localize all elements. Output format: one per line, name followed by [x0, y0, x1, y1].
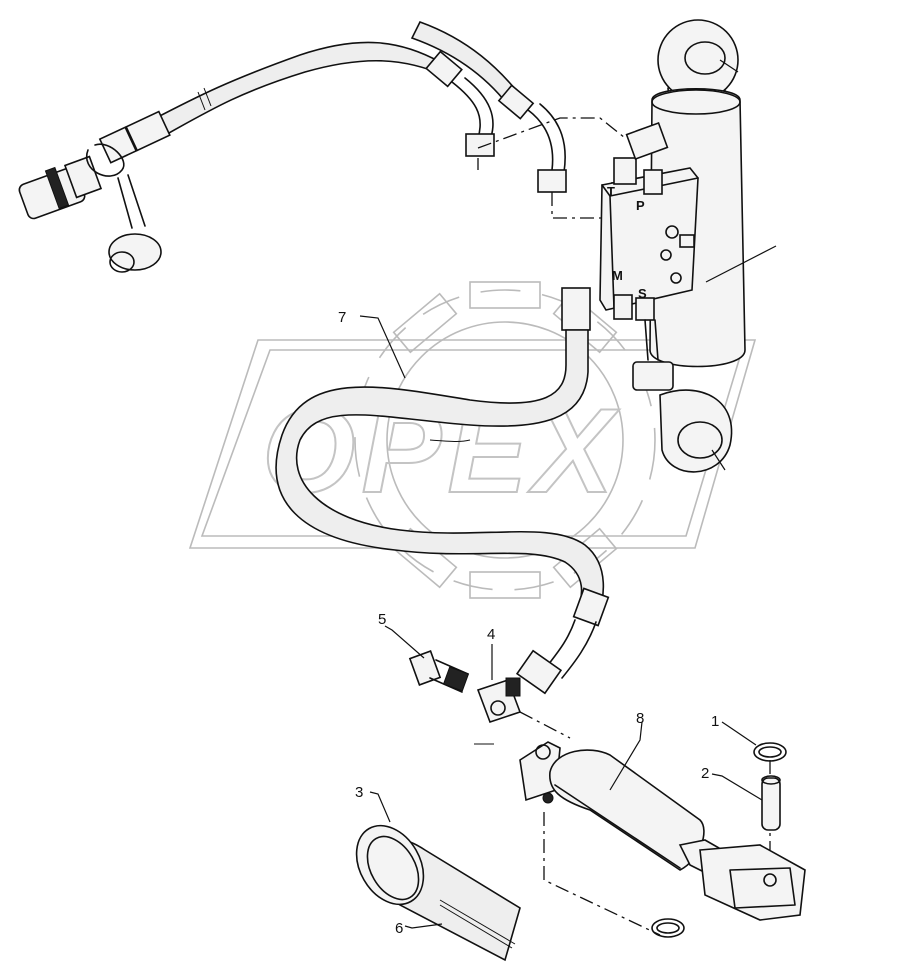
hose-clamp-icon: [355, 791, 425, 906]
banjo-bolt-icon: [384, 625, 470, 693]
top-hose-assembly: [18, 21, 626, 273]
valve-block-icon: T P M S: [599, 121, 699, 391]
pin-icon: [711, 773, 781, 831]
callout-1: 1: [711, 713, 719, 730]
hydraulic-hose-icon: [275, 287, 610, 695]
callout-8: 8: [636, 710, 644, 727]
tube-nut-left: [465, 133, 495, 157]
callout-7: 7: [338, 309, 346, 326]
hose-end-nut-top: [561, 287, 591, 331]
hydraulic-cylinder-lower-icon: [519, 721, 806, 936]
callout-5: 5: [378, 611, 386, 628]
port-label-m: M: [612, 268, 623, 283]
callout-4: 4: [487, 626, 495, 643]
callout-6: 6: [395, 920, 403, 937]
elbow-fitting-icon: [476, 644, 522, 724]
dust-cap-icon: [85, 143, 162, 273]
callout-3: 3: [355, 784, 363, 801]
hose-end-nut-bottom: [515, 649, 563, 695]
tube-nut-right: [537, 169, 567, 193]
port-label-s: S: [638, 286, 647, 301]
port-label-t: T: [607, 184, 615, 199]
port-label-p: P: [636, 198, 645, 213]
callout-2: 2: [701, 765, 709, 782]
quick-coupler-icon: [18, 155, 103, 220]
circlip-icon: [651, 721, 787, 938]
